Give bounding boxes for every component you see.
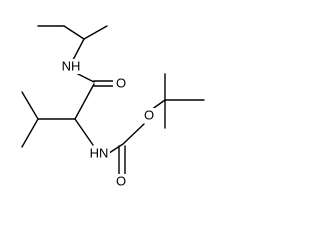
bond-beta-methyl-2 — [21, 118, 39, 148]
carbamate-hn-label: HN — [90, 145, 109, 160]
bond-beta-methyl-1 — [21, 91, 39, 120]
structure-canvas: NH O O HN O — [21, 25, 205, 189]
amide-oxygen-label: O — [116, 75, 126, 90]
bond-methyl-sec — [83, 25, 108, 40]
bond-alpha-to-hn — [74, 118, 94, 146]
bond-sec-to-nh — [72, 38, 85, 61]
bond-ethyl-to-chiral — [63, 25, 85, 40]
bond-carbonyl-to-ester-o — [122, 123, 145, 145]
chemical-structure-diagram: NH O O HN O — [21, 25, 205, 189]
carbamate-oxygen-label: O — [116, 173, 126, 188]
amide-nh-label: NH — [62, 58, 81, 73]
ester-oxygen-label: O — [144, 107, 154, 122]
bond-carbonyl-to-alpha — [74, 83, 95, 120]
